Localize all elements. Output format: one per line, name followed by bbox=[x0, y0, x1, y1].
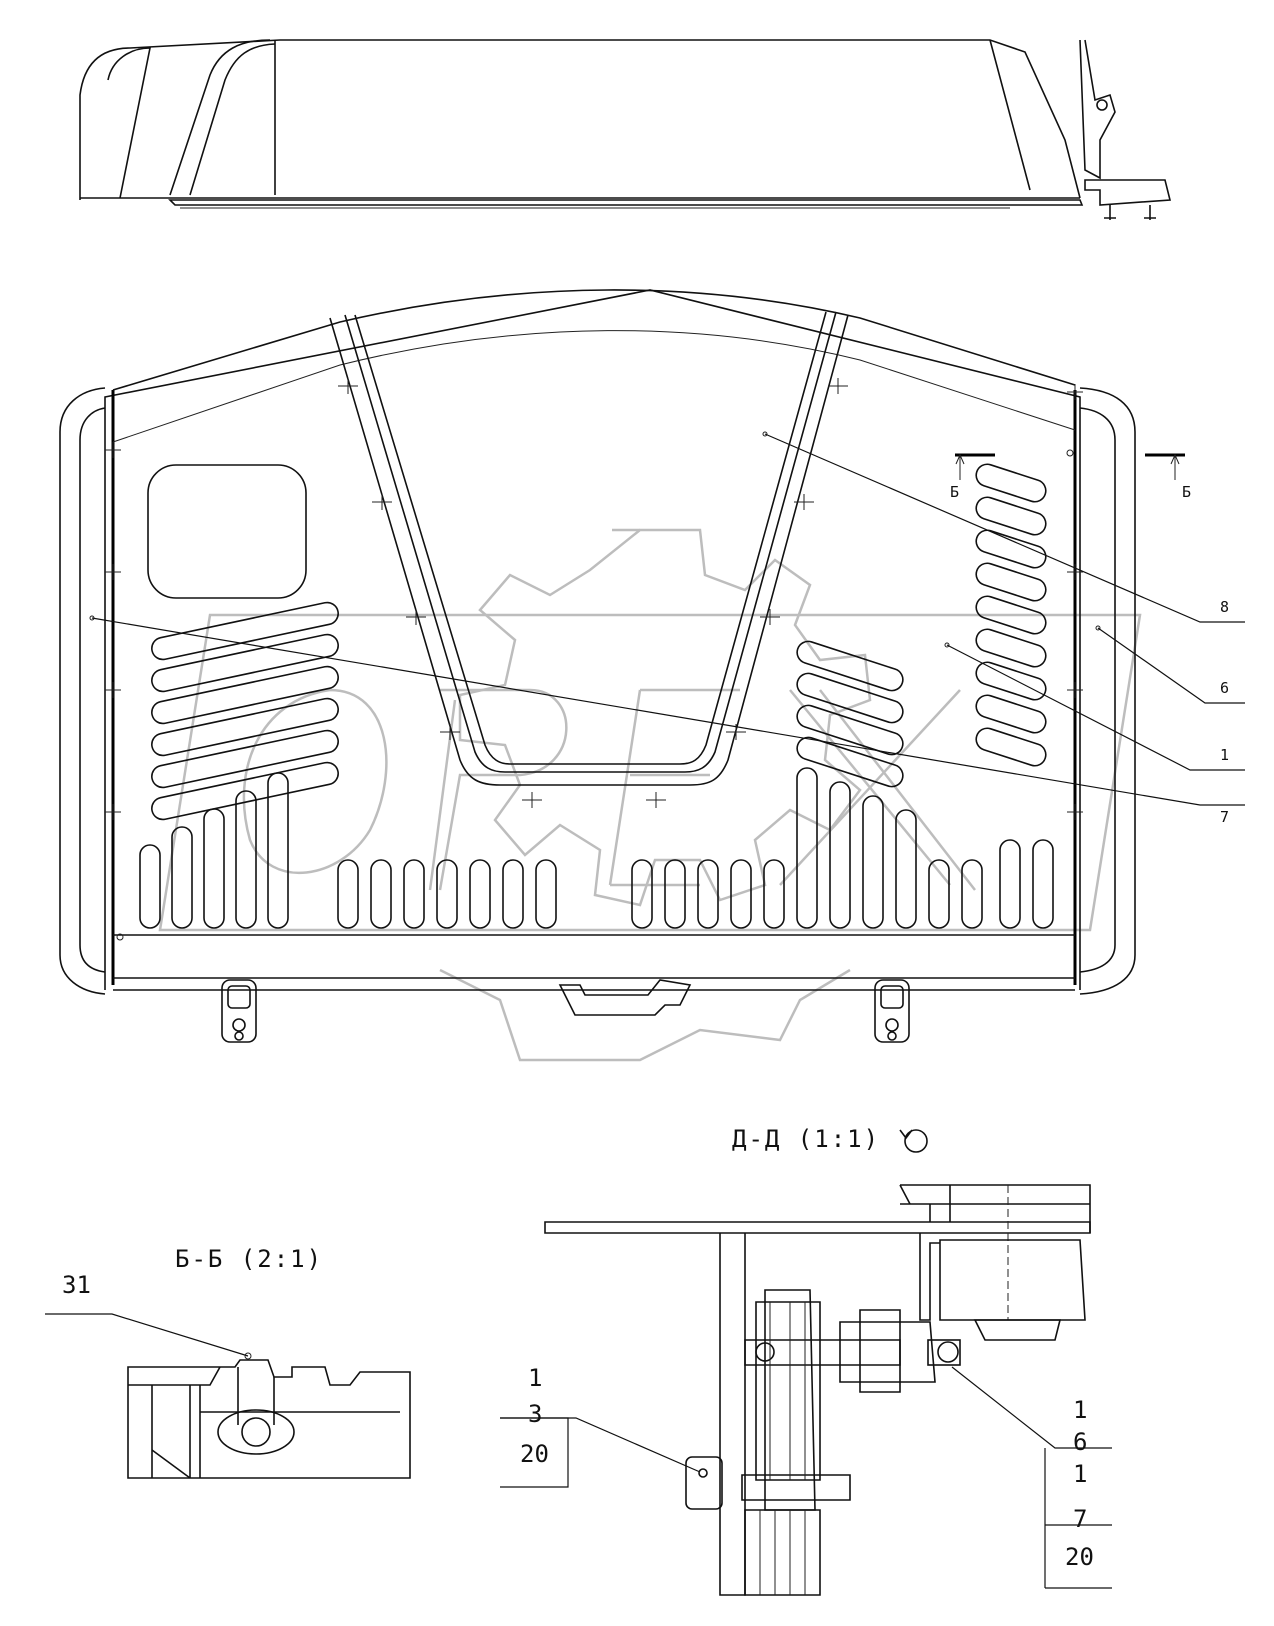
vent-slot bbox=[139, 844, 161, 929]
vent-slot bbox=[171, 826, 193, 929]
vent-slot bbox=[151, 601, 339, 661]
section-dd-detail bbox=[544, 1184, 1091, 1596]
vent-slot bbox=[631, 859, 653, 929]
vent-slot bbox=[664, 859, 686, 929]
section-marker-right: Б bbox=[1145, 453, 1191, 501]
vent-slot bbox=[697, 859, 719, 929]
vent-slot bbox=[975, 463, 1047, 503]
vent-slot bbox=[796, 767, 818, 929]
vent-slot bbox=[436, 859, 458, 929]
fastener-marks bbox=[105, 378, 1083, 820]
latch-right bbox=[874, 979, 910, 1043]
vent-slot bbox=[235, 790, 257, 929]
callout-dd-right-3: 1 bbox=[1073, 1460, 1087, 1488]
callout-dd-right-5: 20 bbox=[1065, 1543, 1094, 1571]
vent-slot bbox=[796, 736, 904, 788]
vent-slot bbox=[975, 496, 1047, 536]
section-bb-detail bbox=[45, 1313, 411, 1479]
vent-slot bbox=[151, 697, 339, 757]
section-dd-title: Д-Д (1:1) bbox=[732, 1125, 880, 1153]
callout-6: 6 bbox=[1220, 679, 1229, 697]
vent-slot bbox=[730, 859, 752, 929]
vent-slot bbox=[796, 640, 904, 692]
callout-8: 8 bbox=[1220, 598, 1229, 616]
vent-slot bbox=[975, 595, 1047, 635]
vent-slot bbox=[999, 839, 1021, 929]
svg-text:Б: Б bbox=[950, 483, 959, 501]
vent-slot bbox=[370, 859, 392, 929]
callout-dd-right-2: 6 bbox=[1073, 1428, 1087, 1456]
vent-slot bbox=[502, 859, 524, 929]
vent-slot bbox=[928, 859, 950, 929]
callout-dd-left-2: 3 bbox=[528, 1400, 542, 1428]
callout-31: 31 bbox=[62, 1271, 91, 1299]
svg-text:Б: Б bbox=[1182, 483, 1191, 501]
side-view bbox=[79, 39, 1172, 220]
rotation-icon bbox=[899, 1129, 928, 1153]
ventilation-slots bbox=[139, 463, 1054, 929]
vent-slot bbox=[975, 562, 1047, 602]
vent-slot bbox=[403, 859, 425, 929]
vent-slot bbox=[975, 529, 1047, 569]
vent-slot bbox=[151, 761, 339, 821]
callout-dd-left-3: 20 bbox=[520, 1440, 549, 1468]
callout-1: 1 bbox=[1220, 746, 1229, 764]
section-bb-title: Б-Б (2:1) bbox=[175, 1245, 323, 1273]
vent-slot bbox=[469, 859, 491, 929]
vent-slot bbox=[267, 772, 289, 929]
latch-left bbox=[221, 979, 257, 1043]
leader-lines-main bbox=[89, 431, 1245, 806]
vent-slot bbox=[975, 661, 1047, 701]
vent-slot bbox=[763, 859, 785, 929]
vent-slot bbox=[961, 859, 983, 929]
vent-slot bbox=[535, 859, 557, 929]
hood-panel-front-view bbox=[59, 289, 1136, 995]
callout-dd-left-1: 1 bbox=[528, 1364, 542, 1392]
leader-lines-dd bbox=[500, 1366, 1112, 1589]
vent-slot bbox=[151, 633, 339, 693]
watermark-logo bbox=[158, 528, 1142, 1062]
vent-slot bbox=[203, 808, 225, 929]
vent-slot bbox=[796, 672, 904, 724]
vent-slot bbox=[975, 628, 1047, 668]
vent-slot bbox=[975, 694, 1047, 734]
vent-slot bbox=[151, 729, 339, 789]
vent-slot bbox=[895, 809, 917, 929]
vent-slot bbox=[151, 665, 339, 725]
vent-slot bbox=[337, 859, 359, 929]
vent-slot bbox=[975, 727, 1047, 767]
vent-slot bbox=[796, 704, 904, 756]
callout-dd-right-1: 1 bbox=[1073, 1396, 1087, 1424]
handle bbox=[558, 979, 692, 1016]
vent-slot bbox=[862, 795, 884, 929]
vent-slot bbox=[829, 781, 851, 929]
callout-dd-right-4: 7 bbox=[1073, 1505, 1087, 1533]
vent-slot bbox=[1032, 839, 1054, 929]
callout-7: 7 bbox=[1220, 808, 1229, 826]
section-marker-left: Б bbox=[950, 453, 995, 501]
